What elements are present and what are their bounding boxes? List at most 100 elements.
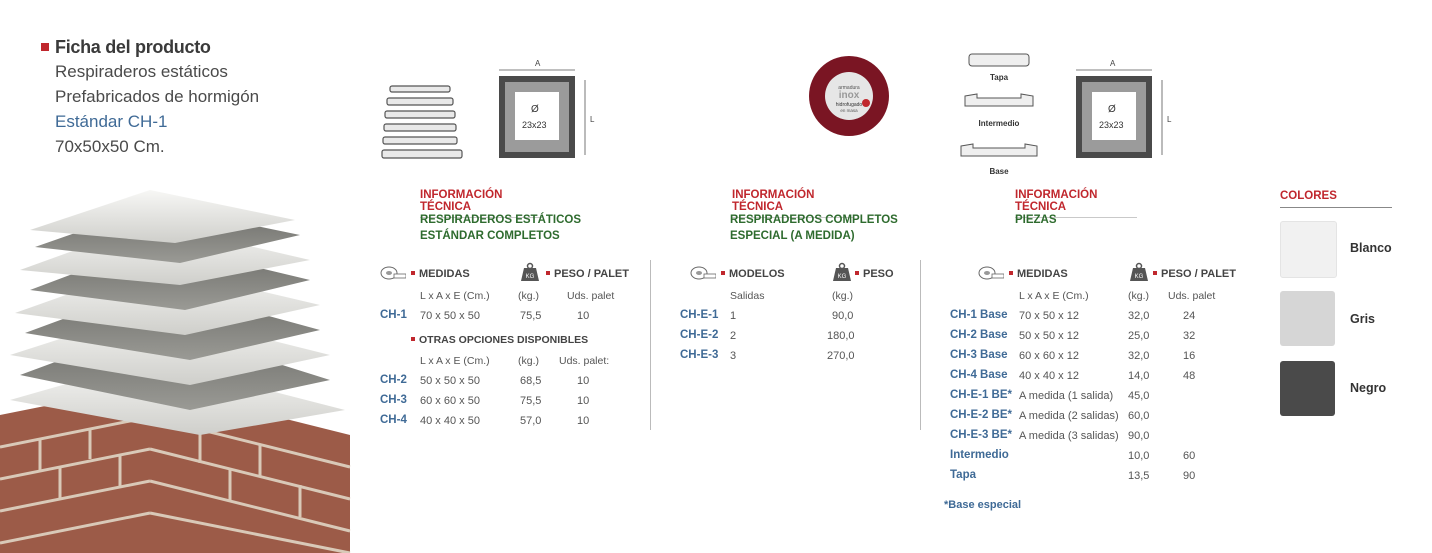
piece-base-label: Base <box>989 167 1009 176</box>
section2-col-modelos: MODELOS <box>721 268 785 280</box>
color-negro-label: Negro <box>1350 381 1387 395</box>
section1-otras-opciones: OTRAS OPCIONES DISPONIBLES <box>411 334 588 346</box>
section3-sub-kg: (kg.) <box>1128 290 1149 302</box>
table-row-dims: 70 x 50 x 12 <box>1019 310 1079 322</box>
table-row-kg: 32,0 <box>1128 350 1150 362</box>
table-row-uds: 60 <box>1183 450 1196 462</box>
subtitle-line-1: Respiraderos estáticos <box>55 62 228 81</box>
table-row-kg: 10,0 <box>1128 450 1150 462</box>
svg-text:L: L <box>1167 115 1172 124</box>
color-blanco-label: Blanco <box>1350 241 1392 255</box>
table-row-dims: 40 x 40 x 12 <box>1019 370 1079 382</box>
table-row-salidas: 2 <box>730 330 737 342</box>
section3-col-medidas: MEDIDAS <box>1009 268 1068 280</box>
svg-text:en masa: en masa <box>840 108 858 113</box>
svg-text:A: A <box>1110 60 1116 68</box>
table-row-salidas: 1 <box>730 310 737 322</box>
table-row-kg: 90,0 <box>1128 430 1150 442</box>
table-row-kg: 75,5 <box>520 395 542 407</box>
table-row-kg: 25,0 <box>1128 330 1150 342</box>
section2-subtitle-2: ESPECIAL (A MEDIDA) <box>730 230 855 242</box>
table-row-kg: 45,0 <box>1128 390 1150 402</box>
table-row-dims: A medida (3 salidas) <box>1019 430 1119 442</box>
table-row-kg: 32,0 <box>1128 310 1150 322</box>
subtitle-line-4: 70x50x50 Cm. <box>55 137 165 156</box>
svg-text:KG: KG <box>1135 274 1144 280</box>
section2-info-title: INFORMACIÓN TÉCNICA <box>732 189 854 218</box>
section1-row-code: CH-1 <box>380 309 407 321</box>
table-row-code: CH-4 Base <box>950 369 1008 381</box>
section3-sub-uds: Uds. palet <box>1168 290 1216 302</box>
table-row-code: Intermedio <box>950 449 1009 461</box>
section3-subtitle-1: PIEZAS <box>1015 214 1057 226</box>
table-row-uds: 24 <box>1183 310 1196 322</box>
table-row-uds: 10 <box>577 375 590 387</box>
plan-view-diagram-2: A Ø 23x23 L <box>1076 60 1172 158</box>
section1-sub2-uds: Uds. palet: <box>559 355 610 367</box>
svg-text:inox: inox <box>839 90 860 101</box>
section1-row-dims: 70 x 50 x 50 <box>420 310 480 322</box>
table-row-code: CH-3 <box>380 394 407 406</box>
svg-text:KG: KG <box>526 274 535 280</box>
product-photo <box>0 190 351 553</box>
section3-col-peso: PESO / PALET <box>1153 268 1236 280</box>
table-row-code: CH-4 <box>380 414 407 426</box>
section3-sub-lxaxe: L x A x E (Cm.) <box>1019 290 1089 302</box>
table-row-code: CH-E-1 BE* <box>950 389 1012 401</box>
table-row-dims: 50 x 50 x 12 <box>1019 330 1079 342</box>
colors-title: COLORES <box>1280 190 1392 208</box>
table-row-kg: 270,0 <box>827 350 855 362</box>
swatch-negro <box>1280 361 1335 416</box>
divider <box>920 260 921 430</box>
table-row-uds: 10 <box>577 415 590 427</box>
svg-text:23x23: 23x23 <box>522 120 547 130</box>
table-row-kg: 57,0 <box>520 415 542 427</box>
tape-measure-icon <box>380 266 407 285</box>
title-bullet <box>41 43 49 51</box>
section2-subtitle-1: RESPIRADEROS COMPLETOS <box>730 214 898 226</box>
table-row-salidas: 3 <box>730 350 737 362</box>
svg-text:KG: KG <box>838 274 847 280</box>
svg-text:hidrofugado: hidrofugado <box>836 102 863 108</box>
swatch-blanco <box>1280 221 1337 278</box>
section1-sub-lxaxe: L x A x E (Cm.) <box>420 290 490 302</box>
table-row-dims: 50 x 50 x 50 <box>420 375 480 387</box>
color-gris-label: Gris <box>1350 312 1376 326</box>
weight-kg-icon: KG <box>832 262 852 287</box>
vent-side-view <box>381 85 463 159</box>
table-row-uds: 90 <box>1183 470 1196 482</box>
section1-row-uds: 10 <box>577 310 590 322</box>
table-row-code: CH-E-2 BE* <box>950 409 1012 421</box>
table-row-dims: 40 x 40 x 50 <box>420 415 480 427</box>
section1-subtitle-2: ESTÁNDAR COMPLETOS <box>420 230 560 242</box>
section1-sub-uds: Uds. palet <box>567 290 615 302</box>
base-especial-note: *Base especial <box>944 499 1022 511</box>
table-row-code: CH-2 <box>380 374 407 386</box>
quality-seal: armadura inox hidrofugado en masa <box>809 56 889 136</box>
table-row-dims: A medida (1 salida) <box>1019 390 1114 402</box>
tape-measure-icon <box>978 266 1005 285</box>
section1-subtitle-1: RESPIRADEROS ESTÁTICOS <box>420 214 582 226</box>
table-row-kg: 14,0 <box>1128 370 1150 382</box>
section2-col-peso: PESO <box>855 268 894 280</box>
table-row-kg: 60,0 <box>1128 410 1150 422</box>
table-row-uds: 16 <box>1183 350 1196 362</box>
section2-sub-kg: (kg.) <box>832 290 853 302</box>
table-row-code: CH-2 Base <box>950 329 1008 341</box>
piece-intermedio-label: Intermedio <box>979 119 1020 128</box>
table-row-code: CH-E-2 <box>680 329 719 341</box>
section1-row-kg: 75,5 <box>520 310 542 322</box>
table-row-uds: 32 <box>1183 330 1196 342</box>
section1-col-peso: PESO / PALET <box>546 268 629 280</box>
subtitle-line-2: Prefabricados de hormigón <box>55 87 260 106</box>
table-row-code: CH-3 Base <box>950 349 1008 361</box>
divider <box>650 260 651 430</box>
table-row-uds: 48 <box>1183 370 1196 382</box>
svg-text:armadura: armadura <box>838 85 860 91</box>
page-title: Ficha del producto <box>55 37 211 57</box>
svg-text:Ø: Ø <box>1108 104 1116 115</box>
section1-sub2-lxaxe: L x A x E (Cm.) <box>420 355 490 367</box>
section1-sub2-kg: (kg.) <box>518 355 539 367</box>
table-row-kg: 68,5 <box>520 375 542 387</box>
section3-info-title: INFORMACIÓN TÉCNICA <box>1015 189 1137 218</box>
